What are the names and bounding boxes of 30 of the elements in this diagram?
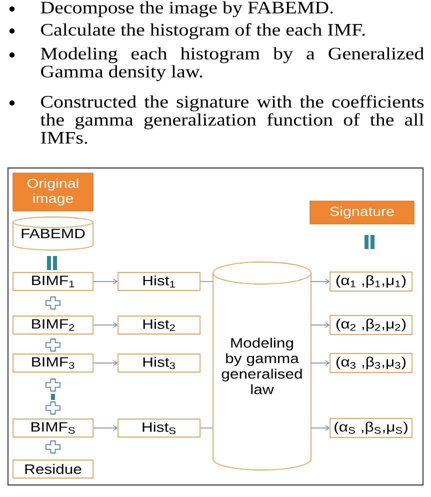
process-box: Residue (12, 460, 94, 478)
arrow (310, 425, 330, 431)
cylinder: FABEMD (12, 216, 94, 250)
process-box: BIMF$_{S}$ (12, 418, 94, 438)
arrow (93, 278, 118, 284)
process-box: BIMF$_{1}$ (12, 272, 94, 291)
arrow (93, 322, 118, 328)
arrow (310, 360, 330, 366)
process-box: BIMF$_{3}$ (12, 354, 94, 372)
process-box: BIMF$_{2}$ (12, 316, 94, 334)
process-box: (α$_{1}$ ,β$_{1}$,μ$_{1}$) (330, 272, 412, 292)
header-box: Original image (12, 172, 94, 212)
process-box: Hist$_{3}$ (118, 354, 200, 372)
process-box: (α$_{2}$ ,β$_{2}$,μ$_{2}$) (330, 315, 412, 335)
process-box: (α$_{3}$ ,β$_{3}$,μ$_{3}$) (330, 353, 412, 373)
arrow (93, 425, 118, 431)
process-box: Hist$_{2}$ (118, 316, 200, 334)
list-item: Calculate the histogram of the each IMF. (41, 23, 365, 40)
cylinder: Modeling by gamma generalised law (212, 262, 312, 470)
list-item: Decompose the image by FABEMD. (40, 1, 333, 18)
arrow (93, 360, 118, 366)
list-item: Modeling each histogram by a Generalized Gamma density law. (40, 47, 424, 82)
header-box: Signature (310, 200, 414, 224)
process-box: Hist$_{S}$ (118, 418, 200, 438)
arrow (310, 322, 330, 328)
process-box: (α$_{S}$ ,β$_{S}$,μ$_{S}$) (330, 418, 412, 438)
process-box: Hist$_{1}$ (118, 272, 200, 291)
arrow (310, 278, 330, 284)
list-item: Constructed the signature with the coefficients the gamma generalization function of the all IMFs. (40, 95, 424, 144)
connector-line (200, 281, 214, 282)
